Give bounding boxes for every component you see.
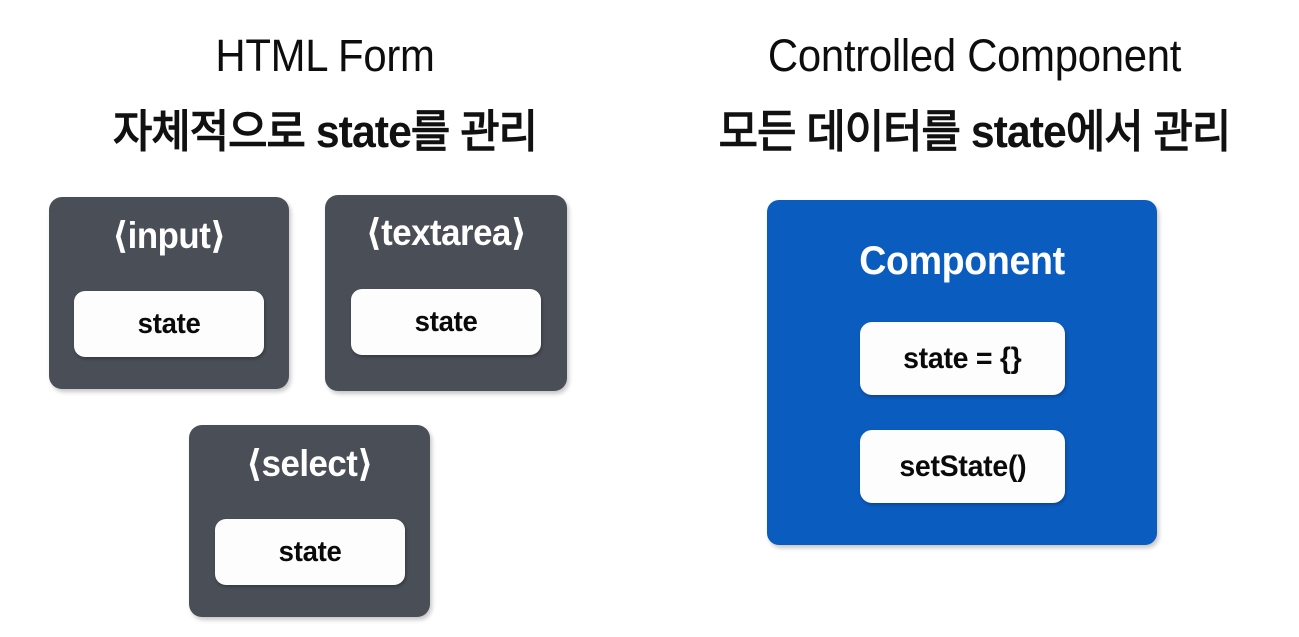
card-select-tag-label: ⟨select⟩: [246, 443, 373, 484]
card-input-state-label: state: [137, 308, 201, 340]
card-textarea-state-chip: state: [351, 289, 541, 355]
left-heading-subtitle: 자체적으로 state를 관리: [113, 106, 538, 157]
right-heading-title: Controlled Component: [767, 30, 1182, 81]
right-heading-block: Controlled Component 모든 데이터를 state에서 관리: [650, 28, 1299, 160]
left-heading-block: HTML Form 자체적으로 state를 관리: [0, 28, 650, 160]
card-select-state-chip: state: [215, 519, 405, 585]
card-textarea-state-label: state: [414, 306, 478, 338]
card-input-state-chip: state: [74, 291, 264, 357]
left-column: HTML Form 자체적으로 state를 관리 ⟨input⟩ state …: [0, 28, 650, 617]
component-setstate-label: setState(): [898, 449, 1027, 483]
component-state-chip: state = {}: [860, 322, 1065, 395]
right-heading-subtitle: 모든 데이터를 state에서 관리: [718, 106, 1232, 157]
card-input-tag-label: ⟨input⟩: [112, 215, 226, 256]
component-panel: Component state = {} setState(): [767, 200, 1157, 545]
left-heading-title: HTML Form: [215, 30, 435, 81]
component-state-label: state = {}: [903, 341, 1022, 375]
component-panel-title: Component: [859, 239, 1065, 283]
card-input: ⟨input⟩ state: [49, 197, 289, 389]
card-textarea-tag-label: ⟨textarea⟩: [365, 212, 527, 253]
right-column: Controlled Component 모든 데이터를 state에서 관리: [650, 0, 1299, 637]
card-select-state-label: state: [278, 536, 342, 568]
card-select: ⟨select⟩ state: [189, 425, 430, 617]
component-setstate-chip: setState(): [860, 430, 1065, 503]
card-textarea: ⟨textarea⟩ state: [325, 195, 567, 391]
